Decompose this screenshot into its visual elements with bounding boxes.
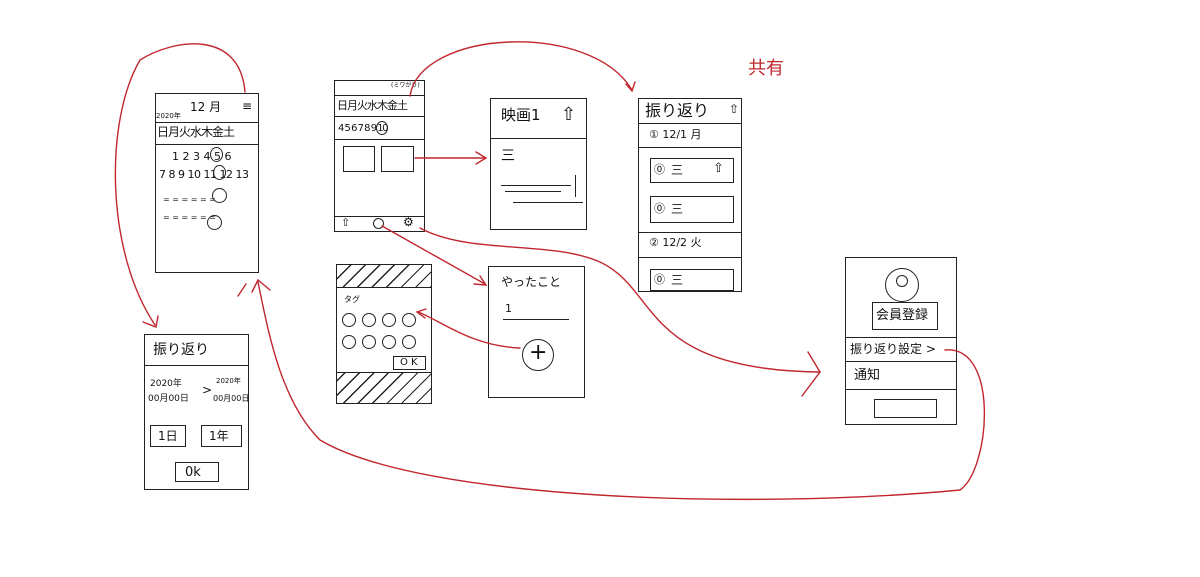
tag-icon: ⓪ — [654, 202, 665, 215]
arrowhead — [473, 275, 488, 286]
ok-button[interactable]: 0k — [175, 462, 219, 482]
range-to-year: 2020年 — [216, 377, 241, 385]
tag-label: タグ — [344, 295, 360, 304]
review-range-screen: 振り返り 2020年 00月00日 > 2020年 00月00日 1日 1年 0… — [144, 334, 249, 490]
memo-row: = = = = = = — [163, 195, 216, 204]
share-icon[interactable]: ⇧ — [341, 216, 351, 229]
day-header: ① 12/1 月 — [649, 128, 702, 141]
menu-icon[interactable]: ≡ — [242, 99, 253, 113]
weekday-header: 日月火水木金土 — [157, 125, 235, 139]
calendar-month: 12 月 — [190, 100, 222, 114]
done-item: 1 — [505, 302, 512, 315]
gear-icon[interactable]: ⚙ — [403, 215, 414, 229]
movie-title: 映画1 — [501, 106, 541, 124]
arrowhead — [625, 81, 636, 93]
calendar-row-1[interactable]: 1 2 3 4 5 6 — [172, 150, 232, 163]
selected-day-marker — [210, 147, 223, 162]
one-day-button[interactable]: 1日 — [150, 425, 186, 447]
review-range-title: 振り返り — [153, 342, 209, 358]
tag-option[interactable] — [382, 313, 396, 327]
selected-day-marker — [213, 165, 226, 180]
tag-option[interactable] — [342, 313, 356, 327]
arrowhead — [142, 315, 159, 328]
review-list-screen: 振り返り ⇧ ① 12/1 月 ⓪ 三 ⇧ ⓪ 三 ② 12/2 火 ⓪ 三 — [638, 98, 742, 292]
share-icon[interactable]: ⇧ — [561, 104, 577, 125]
review-item[interactable]: ⓪ 三 — [650, 196, 734, 223]
share-icon[interactable]: ⇧ — [729, 102, 740, 116]
flow-arrow — [237, 283, 247, 297]
review-setting-item[interactable]: 振り返り設定 > — [850, 342, 936, 356]
add-button[interactable]: + — [522, 339, 554, 371]
calendar-year: 2020年 — [156, 112, 181, 120]
range-from-year: 2020年 — [150, 379, 182, 389]
tag-option[interactable] — [362, 313, 376, 327]
memo-row: = = = = = = — [163, 213, 216, 222]
register-button[interactable]: 会員登録 — [872, 302, 938, 330]
share-annotation: 共有 — [748, 58, 784, 79]
weekly-screen: (ミワがり) 日月火水木金土 4 5 6 7 8 9 10 ⇧ ⚙ — [334, 80, 425, 232]
day-header: ② 12/2 火 — [649, 236, 702, 249]
tag-option[interactable] — [382, 335, 396, 349]
range-to-date[interactable]: 00月00日 — [213, 394, 250, 403]
settings-screen: 会員登録 振り返り設定 > 通知 — [845, 257, 957, 425]
flow-arrow — [257, 281, 986, 501]
review-title: 振り返り — [645, 101, 710, 120]
view-toggle-label[interactable]: (ミワがり) — [391, 82, 420, 89]
entry-card[interactable] — [381, 146, 414, 172]
tag-option[interactable] — [402, 335, 416, 349]
movie-screen: 映画1 ⇧ 三 — [490, 98, 587, 230]
memo-marker — [207, 215, 222, 230]
done-list-screen: やったこと 1 + — [488, 266, 585, 398]
add-icon[interactable] — [373, 218, 384, 229]
arrowhead — [475, 151, 488, 165]
note-line: 三 — [501, 148, 515, 164]
memo-marker — [212, 188, 227, 203]
review-item[interactable]: ⓪ 三 ⇧ — [650, 158, 734, 183]
notification-item[interactable]: 通知 — [854, 368, 881, 383]
tag-modal-screen: タグ O K — [336, 264, 432, 404]
calendar-screen: 12 月 ≡ 2020年 日月火水木金土 1 2 3 4 5 6 7 8 9 1… — [155, 93, 259, 273]
share-icon[interactable]: ⇧ — [713, 161, 724, 176]
entry-card[interactable] — [343, 146, 375, 172]
flow-arrow — [114, 43, 246, 326]
one-year-button[interactable]: 1年 — [201, 425, 242, 447]
done-title: やったこと — [501, 275, 562, 289]
week-days[interactable]: 4 5 6 7 8 9 10 — [338, 123, 388, 134]
arrowhead — [801, 351, 821, 397]
avatar[interactable] — [885, 268, 919, 302]
tag-option[interactable] — [362, 335, 376, 349]
flow-arrow — [381, 225, 486, 285]
tag-icon: ⓪ — [654, 163, 665, 176]
flow-arrow — [419, 227, 821, 373]
today-marker — [376, 121, 388, 135]
calendar-row-2[interactable]: 7 8 9 10 11 12 13 — [159, 168, 249, 181]
tag-option[interactable] — [402, 313, 416, 327]
flow-arrow — [409, 41, 633, 97]
weekday-header: 日月火水木金土 — [337, 99, 408, 112]
review-item[interactable]: ⓪ 三 — [650, 269, 734, 291]
ok-button[interactable]: O K — [393, 356, 426, 370]
tag-option[interactable] — [342, 335, 356, 349]
logout-button[interactable] — [874, 399, 937, 418]
arrowhead — [251, 278, 271, 293]
range-arrow: > — [202, 383, 213, 397]
tag-icon: ⓪ — [654, 273, 665, 286]
arrowhead — [415, 308, 427, 319]
flow-arrow — [417, 311, 521, 349]
range-from-date[interactable]: 00月00日 — [148, 394, 189, 404]
tag-modal: タグ O K — [336, 287, 432, 373]
